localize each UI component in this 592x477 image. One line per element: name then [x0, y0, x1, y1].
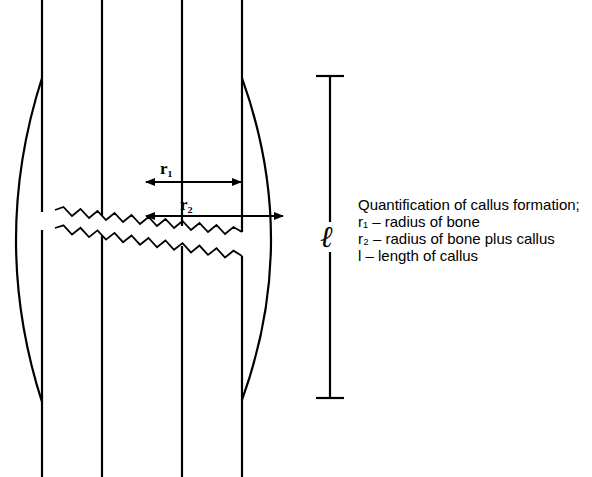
radius-arrow [146, 215, 283, 217]
key-heading: Quantification of callus formation; [358, 196, 586, 213]
bone-wall [41, 0, 43, 212]
radius-symbol: r₂ [180, 196, 193, 213]
callus-outline [16, 78, 42, 402]
fracture-zigzag [55, 225, 242, 257]
medulla-wall [181, 0, 183, 226]
radius-symbol: r₁ [160, 160, 173, 177]
medulla-wall [101, 236, 103, 477]
medulla-wall [101, 0, 103, 216]
radius-arrow [146, 181, 241, 183]
length-symbol: ℓ [318, 222, 335, 252]
bone-wall [41, 230, 43, 477]
key-entry: r₂ – radius of bone plus callus [358, 230, 586, 247]
key-entry: l – length of callus [358, 247, 586, 264]
bone-wall [241, 0, 243, 232]
bone-wall [241, 256, 243, 477]
key-text: Quantification of callus formation;r₁ – … [358, 196, 586, 264]
fracture-line [55, 207, 242, 258]
medulla-wall [181, 246, 183, 477]
key-entry: r₁ – radius of bone [358, 213, 586, 230]
callus-outline [242, 78, 271, 400]
